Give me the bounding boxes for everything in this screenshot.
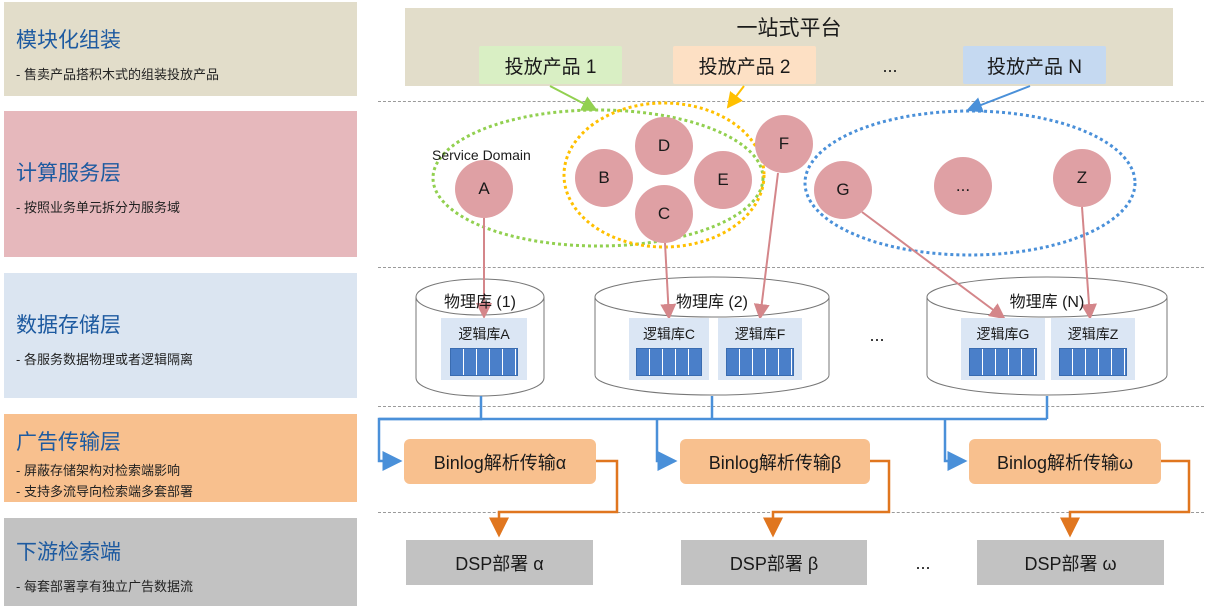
node-label-e: E <box>717 170 729 189</box>
dsp-omega: DSP部署 ω <box>977 540 1164 585</box>
service-domain-label: Service Domain <box>432 147 531 163</box>
product-2: 投放产品 2 <box>673 46 816 84</box>
service-node-f <box>755 115 813 173</box>
product-arrow <box>726 85 745 109</box>
logic-db-c: 逻辑库C <box>629 318 709 380</box>
product-1: 投放产品 1 <box>479 46 622 84</box>
separator <box>378 406 1204 407</box>
logic-db-label: 逻辑库Z <box>1067 326 1119 342</box>
logic-db-f: 逻辑库F <box>718 318 802 380</box>
transport-beta: Binlog解析传输β <box>680 439 870 484</box>
service-domain-blue <box>803 109 1137 257</box>
layer-desc: - 各服务数据物理或者逻辑隔离 <box>16 352 193 367</box>
table-grid-icon <box>726 348 794 376</box>
logic-db-g: 逻辑库G <box>961 318 1045 380</box>
product-arrow <box>549 85 598 111</box>
service-node-c <box>635 185 693 243</box>
service-node-a <box>455 160 513 218</box>
transport-to-dsp-lines <box>489 459 1191 538</box>
layer-title: 下游检索端 <box>16 541 121 564</box>
logic-db-a: 逻辑库A <box>441 318 527 380</box>
layer-title: 数据存储层 <box>16 314 121 337</box>
table-grid-icon <box>636 348 702 376</box>
product-ellipsis: ... <box>882 55 898 76</box>
service-arrow <box>753 172 779 320</box>
node-label-a: A <box>478 179 490 198</box>
node-label-g: G <box>836 180 850 199</box>
service-domain-yellow <box>562 101 766 249</box>
dsp-ellipsis: ... <box>915 552 931 573</box>
service-node-b <box>575 149 633 207</box>
service-arrow <box>660 242 677 320</box>
logic-db-z: 逻辑库Z <box>1051 318 1135 380</box>
layer-title: 计算服务层 <box>16 162 121 185</box>
layer-title: 模块化组装 <box>16 29 121 52</box>
node-label-b: B <box>598 168 610 187</box>
db-label-1: 物理库 (1) <box>443 294 516 311</box>
node-label-ellipsis: ... <box>955 176 971 195</box>
node-label-c: C <box>657 204 671 223</box>
table-grid-icon <box>969 348 1037 376</box>
layer-desc: - 每套部署享有独立广告数据流 <box>16 579 193 594</box>
separator <box>378 267 1204 268</box>
db-label-n: 物理库 (N) <box>1009 294 1085 311</box>
separator <box>378 101 1204 102</box>
dsp-beta: DSP部署 β <box>681 540 867 585</box>
service-node-d <box>635 117 693 175</box>
layer-panel-compute: 计算服务层 - 按照业务单元拆分为服务域 <box>4 111 357 257</box>
logic-db-label: 逻辑库F <box>734 326 786 342</box>
service-arrow <box>1081 206 1097 320</box>
service-node-z <box>1053 149 1111 207</box>
node-label-f: F <box>778 134 790 153</box>
logic-db-label: 逻辑库C <box>642 326 696 342</box>
logic-db-label: 逻辑库A <box>458 326 510 342</box>
db-label-2: 物理库 (2) <box>675 294 748 311</box>
product-arrow <box>966 85 1031 113</box>
layer-panel-modular: 模块化组装 - 售卖产品搭积木式的组装投放产品 <box>4 2 357 96</box>
service-node-g <box>814 161 872 219</box>
service-arrow <box>861 211 1006 320</box>
transport-alpha: Binlog解析传输α <box>404 439 596 484</box>
service-domain-green <box>431 108 765 248</box>
node-label-z: Z <box>1076 168 1088 187</box>
logic-db-label: 逻辑库G <box>976 326 1030 342</box>
layer-desc: - 按照业务单元拆分为服务域 <box>16 200 180 215</box>
transport-omega: Binlog解析传输ω <box>969 439 1161 484</box>
layer-desc: - 屏蔽存储架构对检索端影响 - 支持多流导向检索端多套部署 <box>16 463 193 499</box>
node-label-d: D <box>657 136 671 155</box>
storage-to-transport-lines <box>377 396 1049 471</box>
layer-panel-storage: 数据存储层 - 各服务数据物理或者逻辑隔离 <box>4 273 357 398</box>
layer-desc: - 售卖产品搭积木式的组装投放产品 <box>16 67 219 82</box>
product-n: 投放产品 N <box>963 46 1106 84</box>
service-node-e <box>694 151 752 209</box>
storage-ellipsis: ... <box>869 324 885 345</box>
table-grid-icon <box>450 348 518 376</box>
layer-panel-downstream: 下游检索端 - 每套部署享有独立广告数据流 <box>4 518 357 606</box>
layer-panel-transport: 广告传输层 - 屏蔽存储架构对检索端影响 - 支持多流导向检索端多套部署 <box>4 414 357 502</box>
table-grid-icon <box>1059 348 1127 376</box>
platform-title: 一站式平台 <box>736 17 842 40</box>
layer-title: 广告传输层 <box>16 431 121 454</box>
dsp-alpha: DSP部署 α <box>406 540 593 585</box>
service-node-ellipsis <box>934 157 992 215</box>
